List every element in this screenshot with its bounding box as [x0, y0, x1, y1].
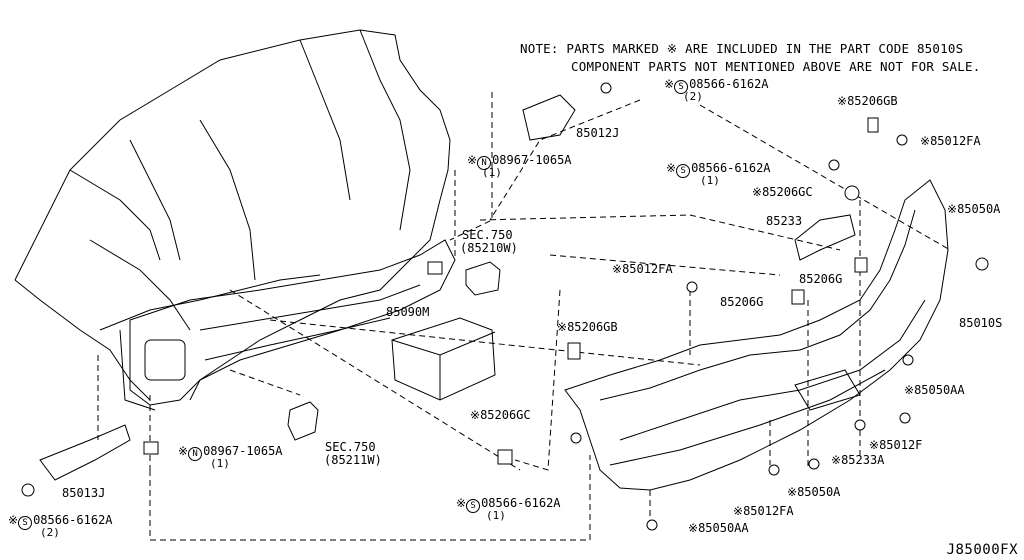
qty-08566-bl: (2)	[40, 526, 60, 539]
clip-85206GB-left	[567, 342, 581, 360]
label-85050A-r: ※85050A	[947, 202, 1001, 216]
bolt-85050AA-b	[646, 519, 658, 531]
bolt-85050A-r	[975, 257, 989, 271]
label-85050AA-b: ※85050AA	[688, 521, 749, 535]
label-85012FA-b: ※85012FA	[733, 504, 794, 518]
clip-85206GC-tr	[844, 185, 860, 201]
body-panel-outline	[14, 29, 451, 401]
bracket-85013J	[39, 424, 131, 481]
nut-08967-bot	[143, 441, 159, 455]
bracket-85233	[794, 214, 856, 261]
clip-85012F	[899, 412, 911, 424]
note-line-2: COMPONENT PARTS NOT MENTIONED ABOVE ARE …	[571, 59, 981, 74]
label-85010S: 85010S	[959, 316, 1003, 330]
label-85233A: ※85233A	[831, 453, 885, 467]
rear-panel	[129, 239, 456, 406]
nut-08967-top	[427, 261, 443, 275]
label-85050AA-r: ※85050AA	[904, 383, 965, 397]
clip-85206G-b	[791, 289, 805, 305]
label-85206GC-b: ※85206GC	[470, 408, 531, 422]
qty-08566-top: (2)	[683, 90, 703, 103]
label-85233: 85233	[766, 214, 803, 228]
label-sec750-bot: SEC.750	[325, 440, 376, 454]
label-85012F: ※85012F	[869, 438, 923, 452]
label-85090M: 85090M	[386, 305, 430, 319]
label-85012FA-c: ※85012FA	[612, 262, 673, 276]
bolt-08566-mid	[828, 159, 840, 171]
qty-08967-top: (1)	[482, 166, 502, 179]
note-line-1: NOTE: PARTS MARKED ※ ARE INCLUDED IN THE…	[520, 41, 964, 56]
clip-85012FA-c	[686, 281, 698, 293]
bracket-sec750-top	[465, 261, 501, 296]
label-sec750-top: SEC.750	[462, 228, 513, 242]
diagram-id: J85000FX	[946, 542, 1018, 558]
label-85013J: 85013J	[62, 486, 106, 500]
clip-85012FA-tr	[896, 134, 908, 146]
label-85206GB-left: ※85206GB	[557, 320, 618, 334]
clip-85012FA-b	[768, 464, 780, 476]
label-sec750-top-sub: (85210W)	[460, 241, 518, 255]
bolt-85050A-b	[808, 458, 820, 470]
clip-85206GC-b	[497, 449, 513, 465]
label-85206GB-top: ※85206GB	[837, 94, 898, 108]
bolt-08566-top	[600, 82, 612, 94]
bracket-85012J	[522, 94, 576, 141]
label-85012J: 85012J	[576, 126, 620, 140]
bumper-fascia-outline	[564, 179, 949, 491]
bolt-08566-bl	[21, 483, 35, 497]
clip-85206GB-top	[867, 117, 879, 133]
qty-08566-b: (1)	[486, 509, 506, 522]
bracket-sec750-bottom	[287, 401, 319, 441]
clip-85233A	[854, 419, 866, 431]
label-85050A-b: ※85050A	[787, 485, 841, 499]
clip-85206G-a	[854, 257, 868, 273]
bolt-85050AA-r	[902, 354, 914, 366]
label-85206G-b: 85206G	[720, 295, 764, 309]
qty-08967-bot: (1)	[210, 457, 230, 470]
label-85206G-a: 85206G	[799, 272, 843, 286]
label-85012FA-tr: ※85012FA	[920, 134, 981, 148]
bolt-08566-b	[570, 432, 582, 444]
absorber-85090M	[391, 317, 496, 401]
label-sec750-bot-sub: (85211W)	[324, 453, 382, 467]
qty-08566-mid: (1)	[700, 174, 720, 187]
label-85206GC-tr: ※85206GC	[752, 185, 813, 199]
